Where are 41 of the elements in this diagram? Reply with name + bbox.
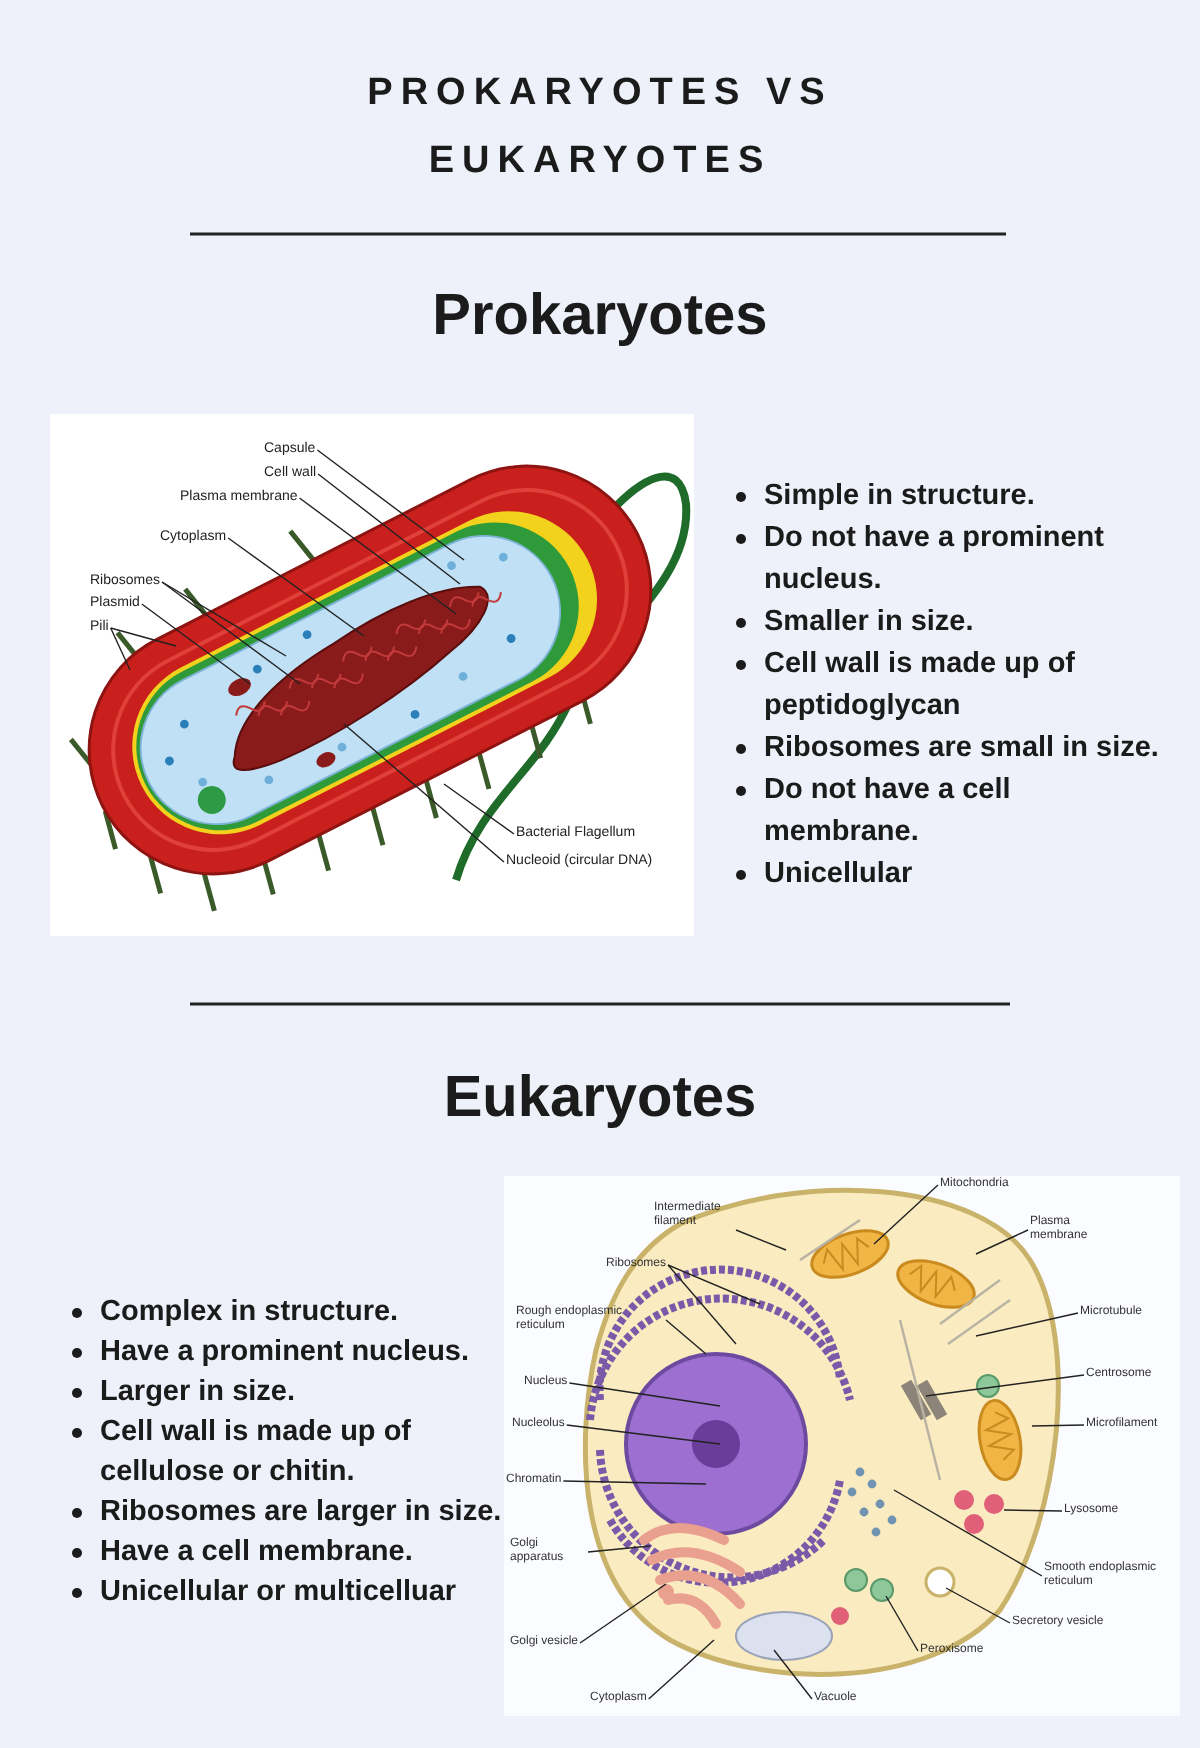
leader-line [735,1229,787,1251]
page-title: PROKARYOTES VS EUKARYOTES [365,70,835,186]
leader-line [667,1264,737,1345]
bullet-point: Larger in size. [64,1372,512,1412]
bullet-point: Unicellular [728,854,1170,896]
leader-line [161,581,301,685]
leader-line [587,1545,651,1553]
leader-line [227,537,365,637]
leader-line [110,627,177,647]
section-heading: Prokaryotes [430,284,770,350]
bullet-point: Simple in structure. [728,476,1170,518]
bullet-point: Ribosomes are small in size. [728,728,1170,770]
leader-line [317,473,461,585]
bullet-point: Have a prominent nucleus. [64,1332,512,1372]
bullet-point: Smaller in size. [728,602,1170,644]
bullet-point: Have a cell membrane. [64,1532,512,1572]
leader-line [298,497,457,615]
bullet-point: Complex in structure. [64,1292,512,1332]
leader-line [443,783,515,835]
bullet-point: Do not have a cell membrane. [728,770,1170,854]
leader-line [579,1583,667,1644]
leader-line [648,1639,715,1700]
bullet-point: Ribosomes are larger in size. [64,1492,512,1532]
leader-line [1031,1424,1085,1427]
leader-line [885,1595,919,1652]
leader-line [667,1264,761,1305]
leader-line [665,1319,707,1355]
bullet-point: Unicellular or multicelluar [64,1572,512,1612]
leader-line [141,603,251,685]
section-heading: Eukaryotes [441,1066,759,1132]
bullet-point: Do not have a prominent nucleus. [728,518,1170,602]
leader-line [562,1480,707,1485]
leader-line [566,1424,721,1445]
leader-line [110,627,131,671]
leader-line [568,1382,721,1407]
leader-line [975,1312,1079,1337]
leader-line [161,581,287,657]
leader-line [773,1649,813,1700]
leader-line [343,723,505,863]
bullet-point: Cell wall is made up of peptidoglycan [728,644,1170,728]
leader-line [316,449,465,561]
